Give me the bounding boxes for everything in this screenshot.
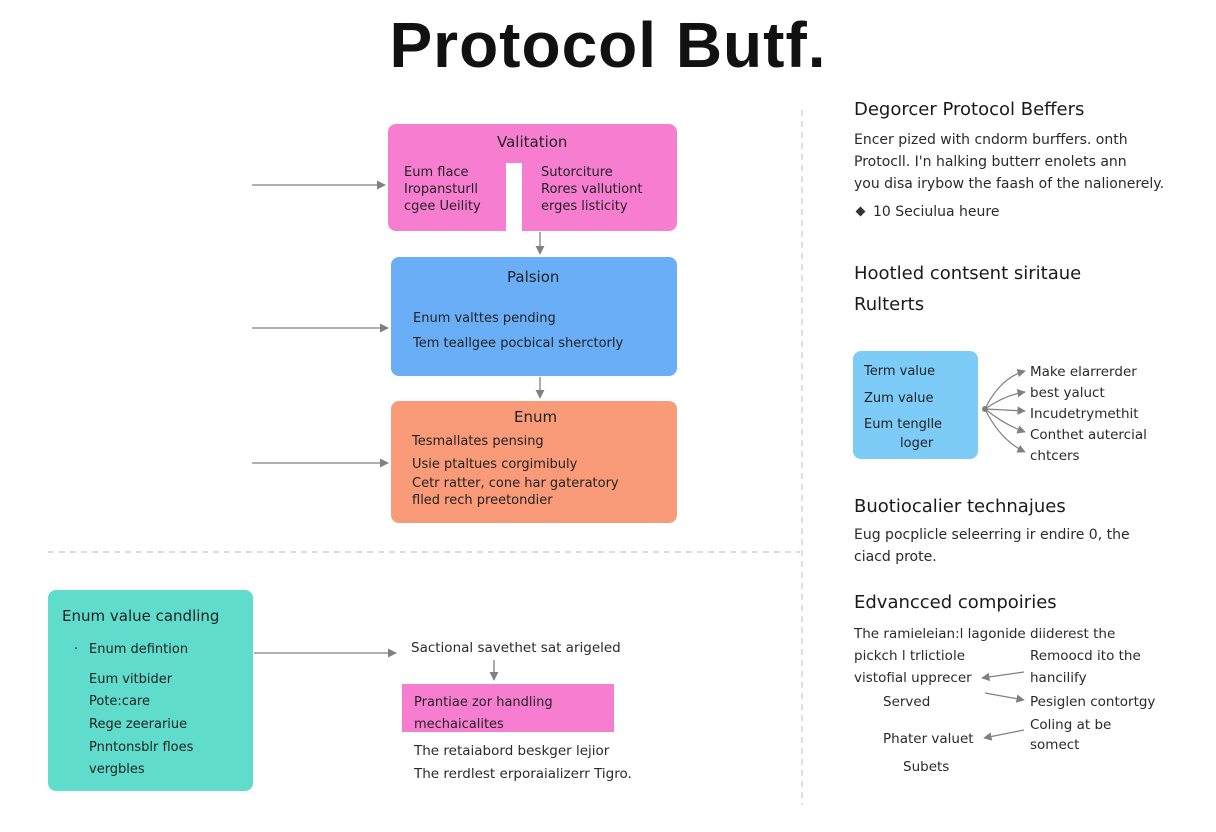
page-title: Protocol Butf.: [389, 9, 827, 81]
adv-left-5: Subets: [903, 759, 950, 775]
term-box-line-4: loger: [900, 436, 934, 451]
enum-handling-line-1: Eum vitbider: [89, 672, 173, 687]
validation-left-line-3: cgee Ueility: [404, 199, 481, 214]
term-box-line-3: Eum tenglle: [864, 417, 943, 432]
parsing-box: [391, 257, 677, 376]
validation-right-line-1: Sutorciture: [541, 165, 613, 180]
adv-left-3: Served: [883, 694, 931, 710]
sidebar-text-3-2: ciacd prote.: [854, 549, 937, 565]
fan-arrow-3: [984, 406, 1026, 415]
adv-arrow-1: [981, 671, 1025, 682]
fan-target-1: Make elarrerder: [1030, 364, 1137, 380]
validation-left-line-1: Eum flace: [404, 165, 469, 180]
fan-arrow-1: [984, 368, 1026, 410]
enum-box: [391, 401, 677, 523]
enum-line-4: flled rech preetondier: [412, 493, 553, 508]
adv-right-1: Remoocd ito the: [1030, 648, 1141, 664]
adv-arrow-2: [984, 692, 1025, 703]
sidebar-heading-3: Buotiocalier technajues: [854, 496, 1066, 517]
fan-target-4: Conthet autercial: [1030, 427, 1147, 443]
enum-handling-line-2: Pote:care: [89, 694, 150, 709]
sectional-label: Sactional savethet sat arigeled: [411, 640, 621, 656]
term-value-box: [853, 351, 978, 459]
enum-line-1: Tesmallates pensing: [412, 434, 544, 449]
parsing-title: Palsion: [507, 268, 560, 286]
adv-right-5: somect: [1030, 737, 1080, 753]
enum-handling-box: [48, 590, 253, 791]
fan-target-3: Incudetrymethit: [1030, 406, 1139, 422]
sectional-line-1: The retaiabord beskger lejior: [414, 743, 610, 759]
sidebar-text-1-1: Encer pized with cndorm burffers. onth: [854, 132, 1128, 148]
adv-right-4: Coling at be: [1030, 717, 1112, 733]
enum-handling-line-0: Enum defintion: [89, 642, 189, 657]
validation-left-line-2: Iropansturll: [404, 182, 478, 197]
enum-handling-line-3: Rege zeerariue: [89, 717, 188, 732]
enum-handling-title: Enum value candling: [62, 607, 220, 625]
parsing-line-1: Enum valttes pending: [413, 311, 556, 326]
adv-right-2: hancilify: [1030, 670, 1087, 686]
validation-box: [388, 124, 677, 231]
validation-notch: [506, 163, 522, 233]
term-box-line-1: Term value: [864, 364, 936, 379]
enum-handling-line-4: Pnntonsblr floes: [89, 740, 194, 755]
enum-line-3: Cetr ratter, cone har gateratory: [412, 476, 619, 491]
enum-line-2: Usie ptaltues corgimibuly: [412, 457, 578, 472]
fan-arrow-2: [984, 388, 1026, 410]
term-box-line-2: Zum value: [864, 391, 934, 406]
sectional-bar-line-2: mechaicalites: [414, 717, 504, 732]
fan-arrow-5: [984, 408, 1026, 453]
sidebar-heading-4: Edvancced compoiries: [854, 592, 1057, 613]
sidebar-text-1-2: Protocll. I'n halking butterr enolets an…: [854, 154, 1127, 170]
fan-arrow-4: [984, 408, 1026, 434]
sidebar-bullet-text: 10 Seciulua heure: [873, 204, 1000, 220]
validation-right-line-2: Rores vallutiont: [541, 182, 643, 197]
adv-line-1: The ramieleian:l lagonide diiderest the: [854, 626, 1116, 642]
validation-title: Valitation: [497, 133, 568, 151]
sidebar-heading-2a: Hootled contsent siritaue: [854, 263, 1082, 284]
sectional-line-2: The rerdlest erporaializerr Tigro.: [414, 766, 632, 782]
enum-handling-bullet: ·: [74, 642, 79, 657]
sidebar-text-1-3: you disa irybow the faash of the nalione…: [854, 176, 1165, 192]
sectional-bar: [402, 684, 614, 732]
adv-left-4: Phater valuet: [883, 731, 974, 747]
sidebar-text-3-1: Eug pocplicle seleerring ir endire 0, th…: [854, 527, 1130, 543]
fan-target-2: best yaluct: [1030, 385, 1105, 401]
enum-title: Enum: [514, 408, 558, 426]
parsing-line-2: Tem teallgee pocbical sherctorly: [413, 336, 624, 351]
sectional-bar-line-1: Prantiae zor handling: [414, 695, 553, 710]
enum-handling-line-5: vergbles: [89, 762, 145, 777]
sidebar-heading-1: Degorcer Protocol Beffers: [854, 99, 1085, 120]
validation-right-line-3: erges listicity: [541, 199, 628, 214]
adv-arrow-3: [983, 729, 1025, 741]
adv-left-2: vistofial upprecer: [854, 670, 972, 686]
fan-target-5: chtcers: [1030, 448, 1080, 464]
sidebar-heading-2b: Rulterts: [854, 294, 925, 315]
adv-left-1: pickch l trlictiole: [854, 648, 965, 664]
adv-right-3: Pesiglen contortgy: [1030, 694, 1156, 710]
